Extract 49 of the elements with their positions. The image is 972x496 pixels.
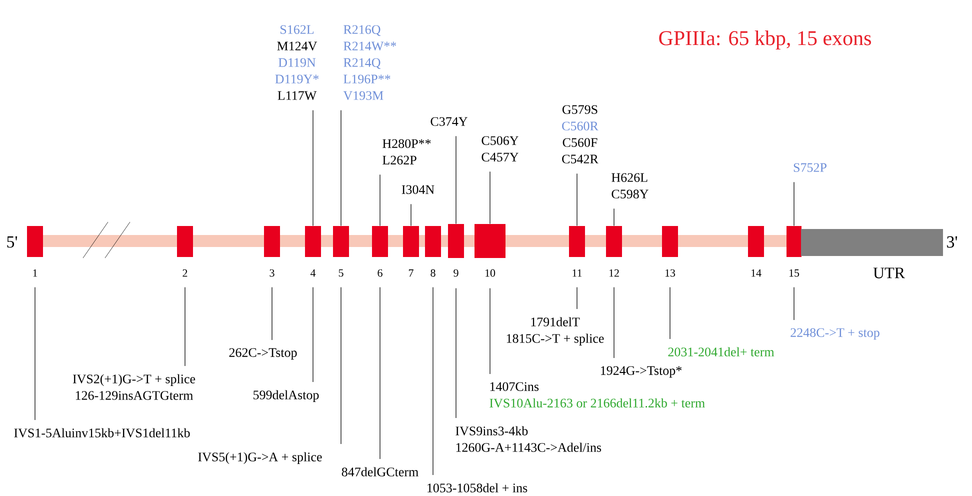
exon-number: 13 <box>665 269 676 277</box>
leader-line <box>410 204 412 226</box>
mutation-label: 847delGCterm <box>342 467 418 476</box>
leader-line <box>432 286 434 476</box>
mutation-label: 2031-2041del+ term <box>668 347 774 356</box>
exon-number: 10 <box>485 269 496 277</box>
mutation-label: G579S C560R C560F C542R <box>562 105 598 164</box>
mutation-label: 262C->Tstop <box>229 348 297 360</box>
leader-line <box>312 110 314 226</box>
exon-number: 6 <box>378 269 382 277</box>
title: GPIIIa: 65 kbp, 15 exons <box>659 30 871 50</box>
mutation-label: I304N <box>402 185 434 194</box>
mutation-label: 1053-1058del + ins <box>428 483 528 492</box>
leader-line <box>312 286 314 382</box>
leader-line <box>340 110 342 226</box>
mutation-label: 2248C->T + stop <box>790 328 880 340</box>
mutation-label: 599delAstop <box>254 390 319 402</box>
mutation-label: C374Y <box>430 117 468 126</box>
mutation-label: IVS2(+1)G->T + splice 126-129insAGTGterm <box>72 374 196 400</box>
exon-number: 14 <box>751 269 762 277</box>
leader-line <box>576 286 578 310</box>
mutation-label: C506Y C457Y <box>482 136 518 162</box>
exon-number: 3 <box>270 269 274 277</box>
leader-line <box>340 286 342 444</box>
exon-number: 8 <box>430 269 436 277</box>
exon-number: 1 <box>33 269 38 277</box>
mutation-label: H626L C598Y <box>612 173 648 198</box>
mutation-label: IVS1-5Aluinv15kb+IVS1del11kb <box>14 428 190 438</box>
exon-number: 11 <box>572 269 582 277</box>
mutation-label: R216Q R214W** R214Q L196P** V193M <box>343 25 396 100</box>
exon-number: 5 <box>338 269 344 277</box>
mutation-label: IVS5(+1)G->A + splice <box>198 452 322 464</box>
exon-number: 4 <box>310 269 316 277</box>
mutation-label: 1407Cins IVS10Alu-2163 or 2166del11.2kb + term <box>490 382 705 408</box>
mutation-label: 1924G->Tstop* <box>601 366 682 378</box>
leader-line <box>576 173 578 226</box>
exon-number: 12 <box>609 269 619 277</box>
leader-line <box>34 286 36 420</box>
exon-number: 2 <box>182 269 188 277</box>
mutation-label: S162L M124V D119N D119Y* L117W <box>275 25 319 100</box>
leader-line <box>184 286 186 366</box>
exon-number: 15 <box>789 269 800 277</box>
exon-number: 7 <box>408 269 414 277</box>
exon-number: 9 <box>454 269 458 277</box>
mutation-label: H280P** L262P <box>382 139 431 164</box>
mutation-label: S752P <box>794 163 826 172</box>
mutation-label: 1791delT 1815C->T + splice <box>506 317 604 346</box>
region-label: UTR <box>873 268 905 278</box>
mutation-label: IVS9ins3-4kb 1260G-A+1143C->Adel/ins <box>456 426 602 452</box>
